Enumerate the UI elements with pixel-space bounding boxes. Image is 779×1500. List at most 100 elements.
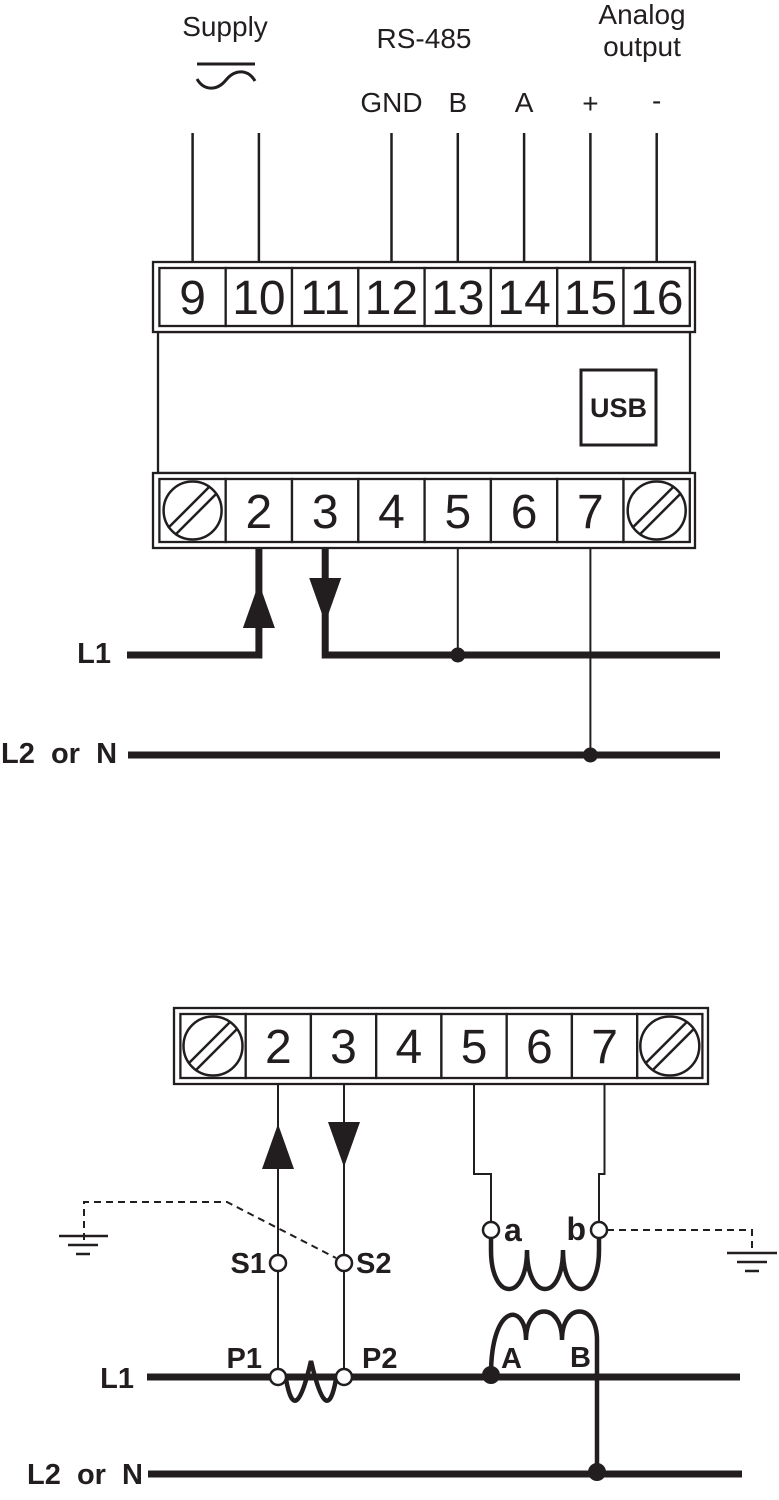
gnd-label: GND [360,87,422,118]
screw-slot-line [651,1027,696,1072]
vt-B-label: B [570,1342,591,1374]
top-wire-stubs [191,133,658,266]
ac-sine [195,70,257,90]
screw-slot-line [638,492,683,536]
ct-terminal-p1 [268,1367,288,1387]
terminal-number-11: 11 [300,272,350,325]
usb-label: USB [590,393,647,423]
analog-output-label-line1: Analog [598,0,685,30]
ct-terminal-s2 [334,1253,354,1273]
usb-port-outline [579,368,658,447]
rs485-b-label: B [448,87,467,118]
s1-label: S1 [231,1248,266,1280]
connection-labels: Supply RS-485 Analog output GND B A + - [182,0,685,119]
terminal-cell-2 [244,1012,313,1080]
terminal-cell-14 [489,266,559,328]
screw-slot-line [167,485,211,529]
terminal-cell-4 [357,477,426,544]
left-grounding [59,1201,337,1259]
terminal-cell-4 [375,1012,443,1080]
earth-ground-icon [727,1251,777,1273]
vt-a-label: a [504,1212,522,1248]
terminal-number-14: 14 [497,272,550,325]
terminal-cell-10 [224,266,294,328]
supply-label: Supply [182,11,268,42]
terminal-number-15: 15 [564,272,617,325]
terminal-cell-7 [556,477,625,544]
current-direction-up-arrow-icon [242,583,275,628]
terminal-cell-7 [570,1012,639,1080]
l1-label: L1 [100,1363,134,1395]
terminal5-vt-wire [473,1083,492,1223]
terminal-cell-6 [505,1012,574,1080]
terminal-number-3: 3 [312,486,339,539]
screw-head [639,1015,701,1077]
ac-supply-icon [195,62,257,90]
terminal-number-6: 6 [511,486,538,539]
junction-dot-A [482,1366,500,1384]
diagram2-terminal-strip: 2 3 4 5 6 7 [172,1006,710,1086]
rs485-a-label: A [515,87,534,118]
ct-terminal-s1 [268,1253,288,1273]
vt-b-label: b [566,1211,586,1247]
l2-label: L2 or N [1,738,117,770]
analog-plus-label: + [582,88,598,119]
l2-label: L2 or N [27,1459,143,1491]
voltage-transformer [481,1220,609,1481]
vt-secondary-coil [488,1238,602,1292]
screw-terminal-icon [182,1015,244,1077]
vt-primary-coil [488,1309,600,1472]
terminal-number-5: 5 [444,486,471,539]
p1-label: P1 [227,1343,262,1375]
screw-terminal-icon [162,480,223,541]
screw-slot-line [644,1020,689,1065]
screw-head [182,1015,244,1077]
current-direction-up-arrow-icon [262,1124,294,1169]
device-body [156,330,692,475]
screw-slot-line [187,1020,232,1065]
terminal-number-2: 2 [246,486,273,539]
terminal-number-3: 3 [330,1021,357,1074]
screw-terminal-icon [626,480,687,541]
terminal-number-2: 2 [265,1021,292,1074]
screw-head [626,480,687,541]
l1-to-terminal2-wire [127,546,263,659]
analog-output-label-line2: output [603,31,681,62]
terminal-number-13: 13 [431,272,484,325]
right-grounding [607,1229,777,1273]
l1-label: L1 [77,638,111,670]
screw-head [162,480,223,541]
screw-slot-line [631,485,676,529]
terminal-cell-5 [423,477,493,544]
terminal-number-9: 9 [179,272,206,325]
top-terminal-strip: 9 10 11 12 13 14 15 16 [151,260,697,334]
analog-minus-label: - [652,85,661,116]
terminal-number-5: 5 [461,1021,488,1074]
terminal-number-6: 6 [526,1021,553,1074]
ground-dashed-link [607,1229,753,1248]
diagram1-wiring: L1 L2 or N [1,546,720,770]
terminal-number-7: 7 [591,1021,618,1074]
p2-label: P2 [362,1343,397,1375]
terminal-cell-15 [556,266,625,328]
terminal7-vt-wire [598,1083,606,1223]
terminal-number-12: 12 [365,272,418,325]
terminal-cell-16 [622,266,691,328]
current-transformer [268,1253,354,1403]
earth-ground-icon [59,1234,108,1256]
vt-A-label: A [501,1343,522,1375]
s2-label: S2 [356,1248,391,1280]
screw-slot-line [194,1027,239,1072]
terminal-number-7: 7 [577,486,604,539]
bottom-terminal-strip: 2 3 4 5 6 7 [151,471,697,550]
current-direction-down-arrow-icon [309,578,342,623]
rs485-label: RS-485 [377,23,472,54]
ct-terminal-p2 [334,1367,354,1387]
current-direction-down-arrow-icon [328,1122,360,1167]
terminal-number-4: 4 [395,1021,422,1074]
ground-dashed-link [83,1201,337,1259]
junction-dot-l1 [450,647,466,663]
vt-terminal-b [589,1220,609,1240]
